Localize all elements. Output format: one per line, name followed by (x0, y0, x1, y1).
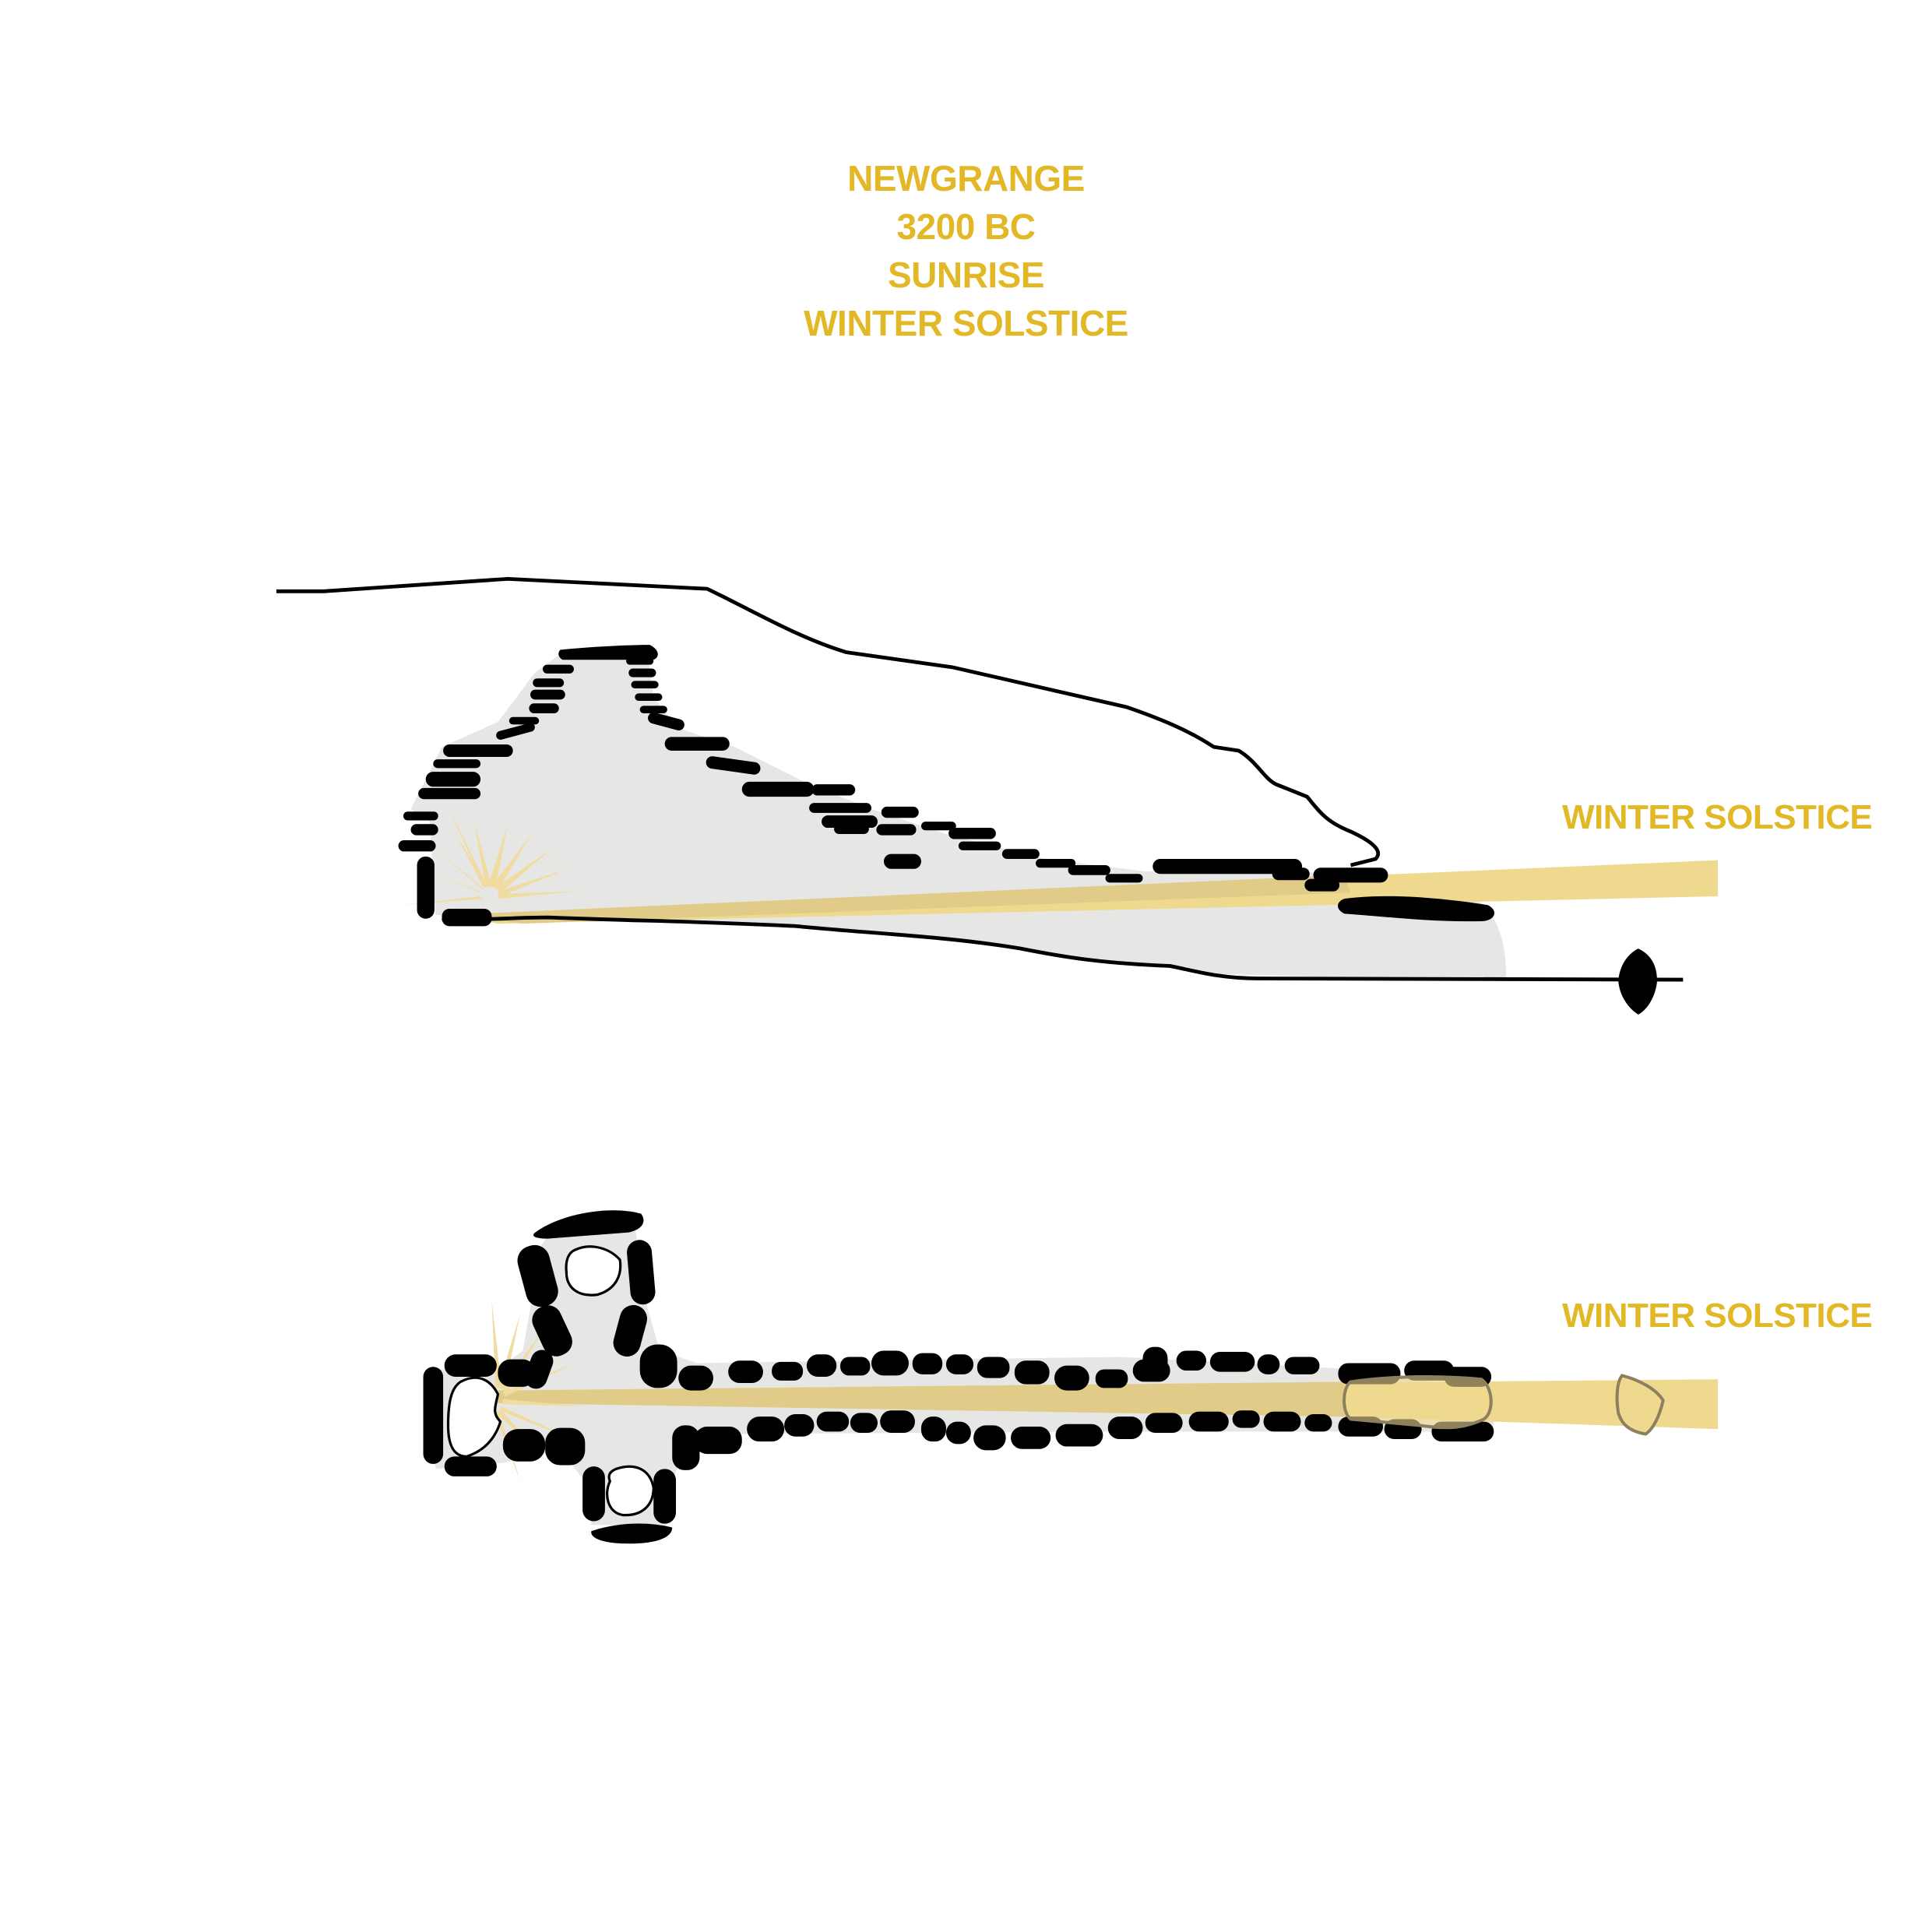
passage-floor-line (442, 915, 1684, 982)
mound-outline (276, 576, 1381, 867)
sunbeam-section-inside (448, 875, 1351, 924)
basin-stone-south-icon (606, 1465, 655, 1517)
kerbstone-outline-icon (1615, 1374, 1665, 1436)
basin-stone-north-icon (565, 1245, 622, 1297)
entrance-stone-outline-icon (1343, 1374, 1493, 1430)
sunburst-section-icon (404, 806, 578, 906)
passage-fill (410, 649, 1507, 979)
plan-view-label: WINTER SOLSTICE (1562, 1297, 1873, 1335)
entrance-kerbstone-icon (1618, 948, 1657, 1015)
section-stones (398, 645, 1495, 927)
plan-stones (423, 1210, 1494, 1544)
section-view-label: WINTER SOLSTICE (1562, 798, 1873, 836)
basin-stone-back-icon (446, 1376, 502, 1458)
plan-view (423, 1210, 1719, 1544)
title-date: 3200 BC (896, 206, 1036, 247)
plan-floor-fill (429, 1226, 1494, 1526)
diagram-title: NEWGRANGE 3200 BC SUNRISE WINTER SOLSTIC… (0, 154, 1932, 347)
sunbeam-plan-inside (498, 1381, 1345, 1417)
title-site-name: NEWGRANGE (847, 158, 1085, 199)
title-event: SUNRISE (888, 255, 1044, 295)
section-view (276, 576, 1719, 1015)
title-season: WINTER SOLSTICE (804, 303, 1128, 343)
